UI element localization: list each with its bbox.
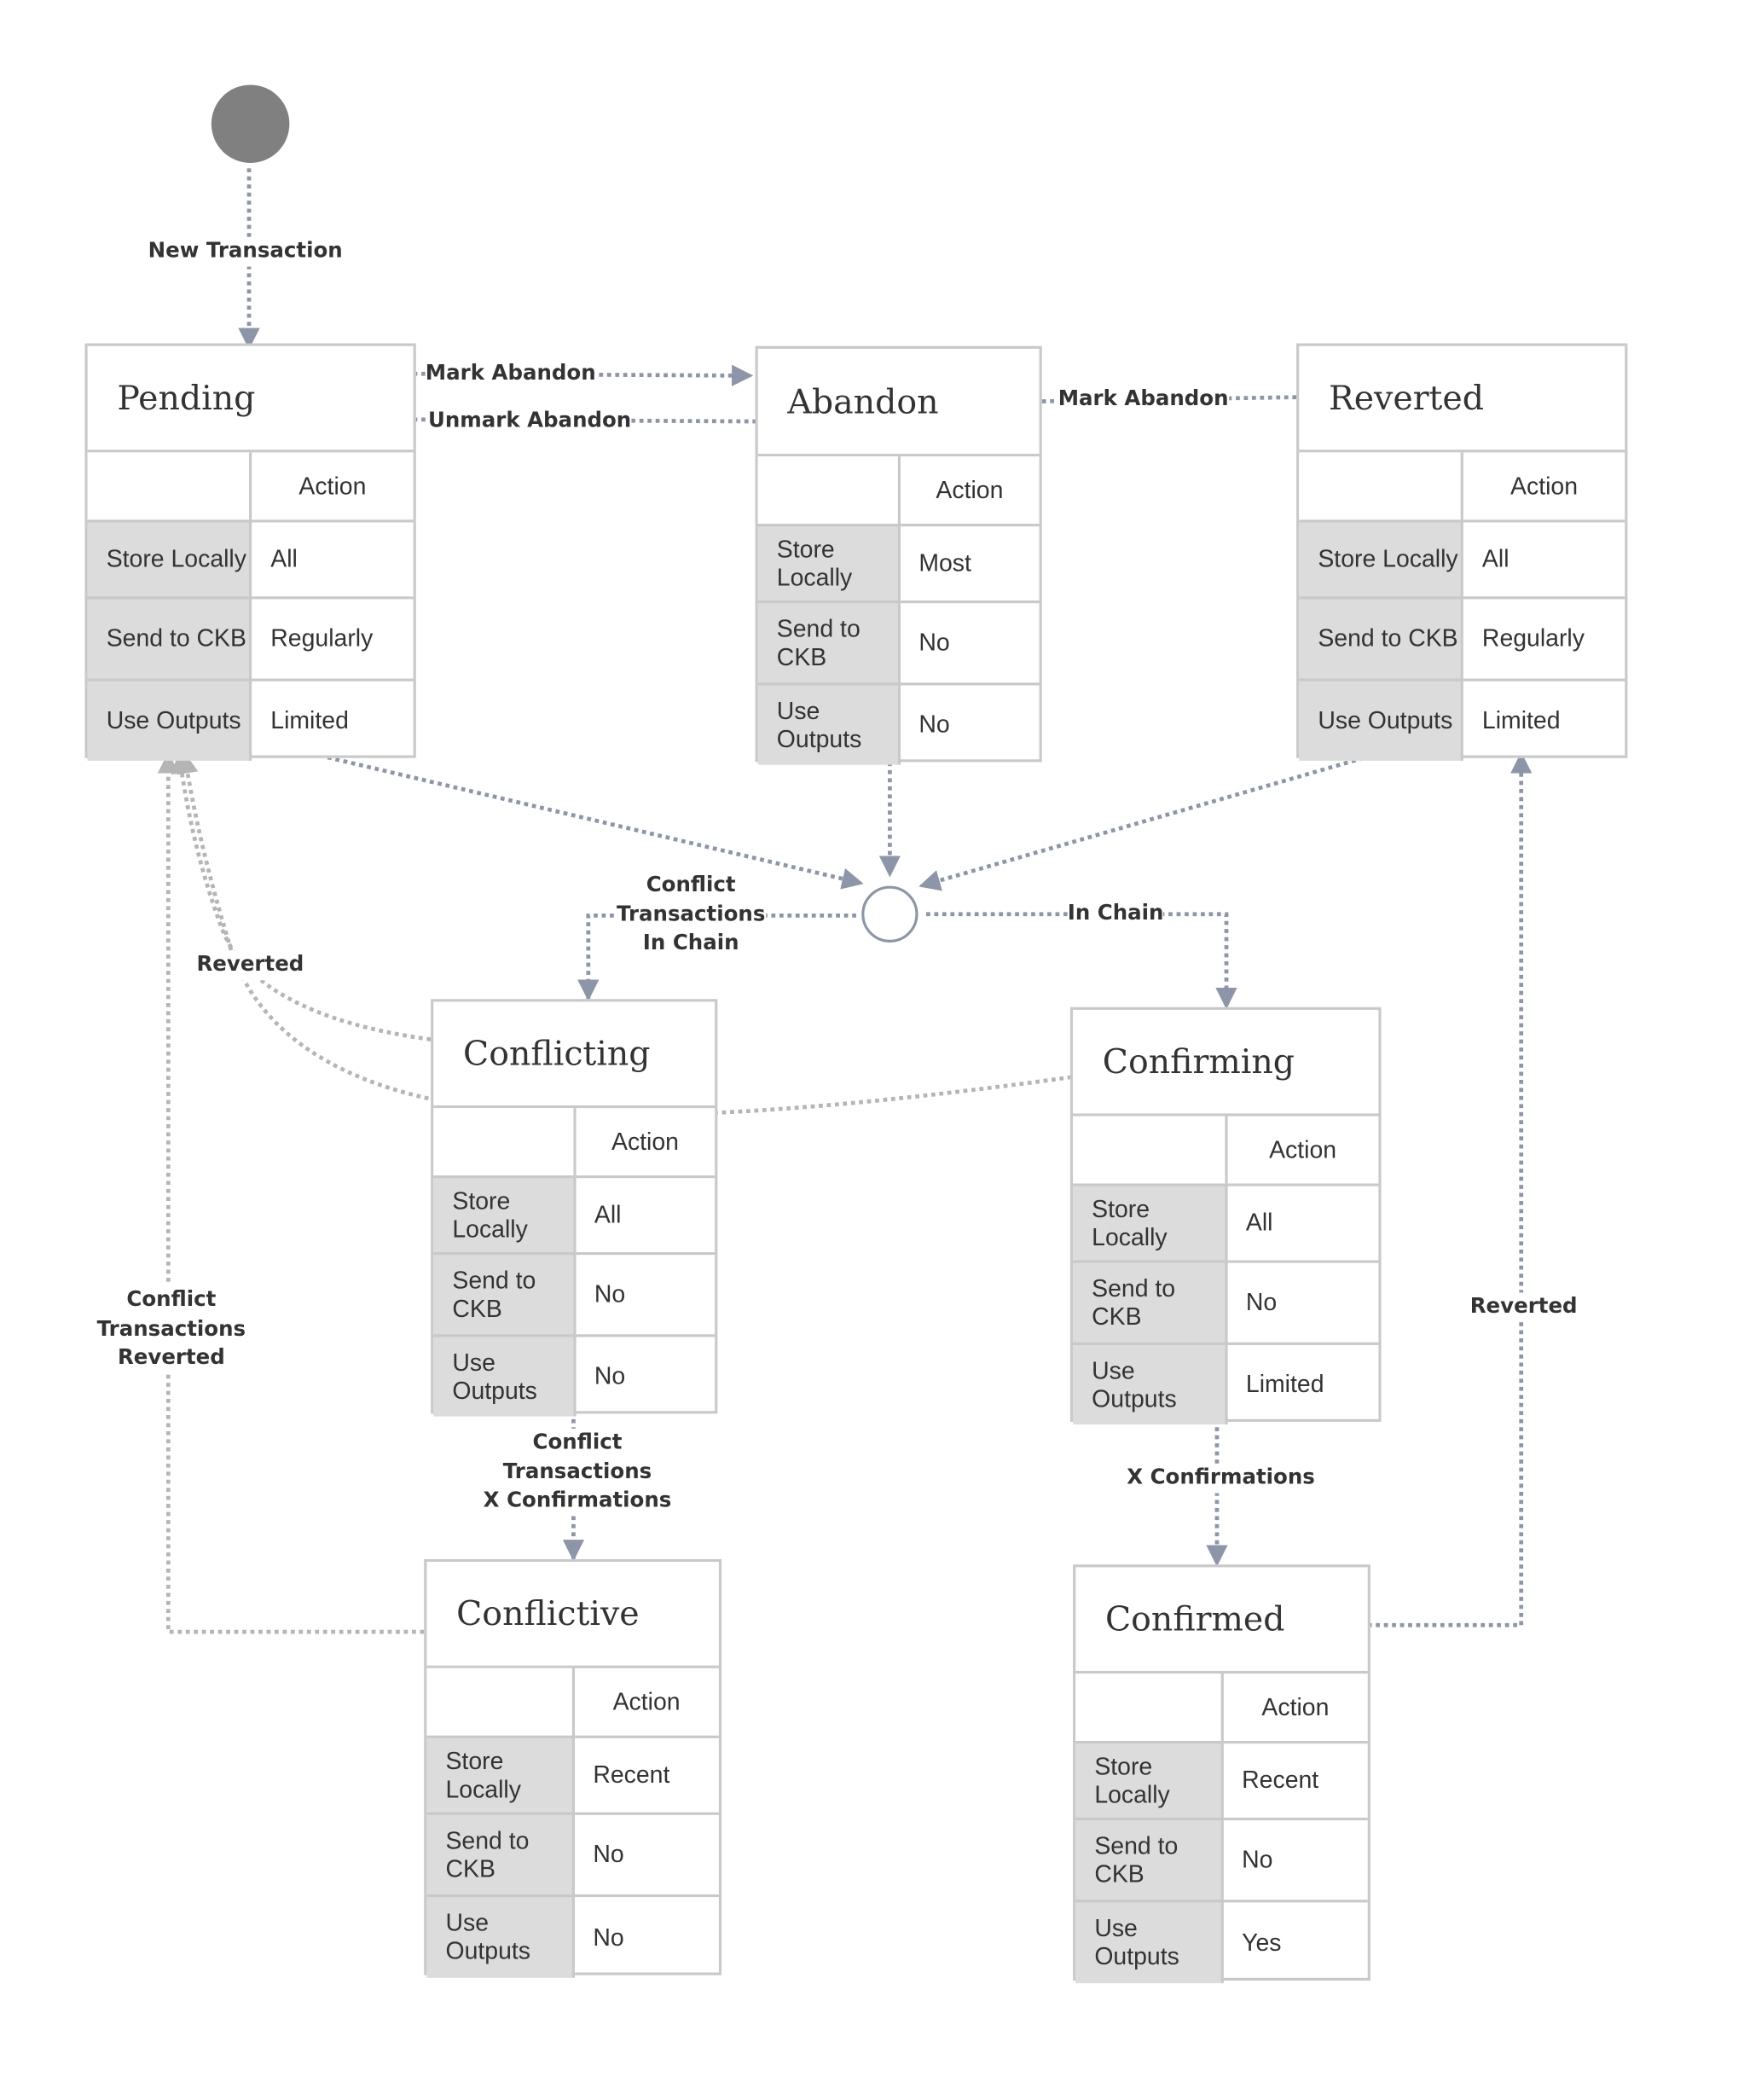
label-mark-abandon-reverted: Mark Abandon — [1058, 385, 1229, 415]
edge-conflictive-to-pending — [157, 751, 425, 1634]
label-conflict-in-chain: Conflict Transactions In Chain — [616, 871, 766, 959]
row-value: No — [571, 1894, 719, 1978]
state-title: Conflicting — [433, 1001, 716, 1109]
row-value: Regularly — [1460, 596, 1625, 682]
row-value: Recent — [1220, 1741, 1368, 1821]
label-reverted-conflicting: Reverted — [196, 950, 304, 980]
row-value: All — [1460, 519, 1625, 600]
edge-junction-to-conflicting — [577, 914, 856, 1001]
column-header: Action — [1224, 1116, 1379, 1186]
row-value: Most — [897, 524, 1040, 604]
row-value: No — [897, 682, 1040, 765]
row-label: Use Outputs — [426, 1894, 575, 1978]
label-x-confirmations: X Confirmations — [1127, 1463, 1315, 1493]
row-label: Send to CKB — [426, 1812, 575, 1898]
row-label: Send to CKB — [1073, 1260, 1227, 1345]
row-label: Send to CKB — [1075, 1817, 1224, 1903]
edge-reverted-to-junction — [918, 749, 1388, 891]
row-value: All — [572, 1175, 716, 1256]
state-title: Confirmed — [1075, 1567, 1368, 1674]
row-value: All — [1224, 1183, 1379, 1263]
row-value: Recent — [571, 1735, 719, 1815]
row-value: No — [1220, 1817, 1368, 1903]
label-new-transaction: New Transaction — [148, 236, 343, 266]
column-header: Action — [249, 452, 414, 523]
row-value: Limited — [1224, 1342, 1379, 1425]
row-label: Send to CKB — [757, 600, 901, 686]
row-label: Store Locally — [1075, 1741, 1224, 1821]
initial-node — [211, 84, 290, 163]
row-label: Store Locally — [426, 1735, 575, 1815]
row-value: No — [1224, 1260, 1379, 1345]
label-in-chain: In Chain — [1067, 899, 1164, 929]
row-label: Store Locally — [87, 519, 252, 600]
column-header: Action — [1220, 1674, 1368, 1744]
edge-conflicting-to-pending — [171, 751, 432, 1041]
column-header: Action — [572, 1108, 716, 1179]
column-header: Action — [571, 1668, 719, 1738]
column-header: Action — [897, 456, 1040, 527]
state-title: Reverted — [1299, 346, 1625, 453]
junction-node — [861, 885, 918, 943]
row-label: Send to CKB — [1299, 596, 1463, 682]
state-title: Pending — [87, 346, 414, 453]
label-conflict-x-confirmations: Conflict Transactions X Confirmations — [483, 1428, 672, 1516]
row-value: All — [249, 519, 414, 600]
row-value: No — [897, 600, 1040, 686]
row-label: Use Outputs — [1075, 1900, 1224, 1984]
row-value: No — [571, 1812, 719, 1898]
row-value: Limited — [1460, 678, 1625, 761]
row-label: Use Outputs — [757, 682, 901, 765]
row-value: No — [572, 1252, 716, 1337]
label-unmark-abandon: Unmark Abandon — [427, 406, 632, 436]
edge-confirming-to-pending — [177, 751, 1072, 1117]
column-header: Action — [1460, 452, 1625, 523]
row-label: Use Outputs — [433, 1334, 576, 1417]
state-title: Abandon — [757, 349, 1040, 457]
label-mark-abandon-pending: Mark Abandon — [425, 359, 596, 389]
row-label: Store Locally — [433, 1175, 576, 1256]
label-reverted-confirmed: Reverted — [1469, 1292, 1578, 1322]
row-label: Store Locally — [1299, 519, 1463, 600]
row-label: Store Locally — [1073, 1183, 1227, 1263]
row-value: No — [572, 1334, 716, 1417]
label-conflict-reverted: Conflict Transactions Reverted — [96, 1285, 246, 1373]
row-label: Send to CKB — [433, 1252, 576, 1337]
row-value: Limited — [249, 678, 414, 761]
row-value: Yes — [1220, 1900, 1368, 1984]
edge-pending-to-junction — [295, 747, 864, 890]
edge-confirmed-to-reverted — [1302, 751, 1533, 1627]
state-title: Conflictive — [426, 1562, 719, 1668]
row-label: Send to CKB — [87, 596, 252, 682]
row-label: Use Outputs — [1299, 678, 1463, 761]
state-title: Confirming — [1073, 1010, 1379, 1117]
row-label: Store Locally — [757, 524, 901, 604]
row-label: Use Outputs — [1073, 1342, 1227, 1425]
row-label: Use Outputs — [87, 678, 252, 761]
edge-junction-to-confirming — [926, 912, 1237, 1010]
row-value: Regularly — [249, 596, 414, 682]
